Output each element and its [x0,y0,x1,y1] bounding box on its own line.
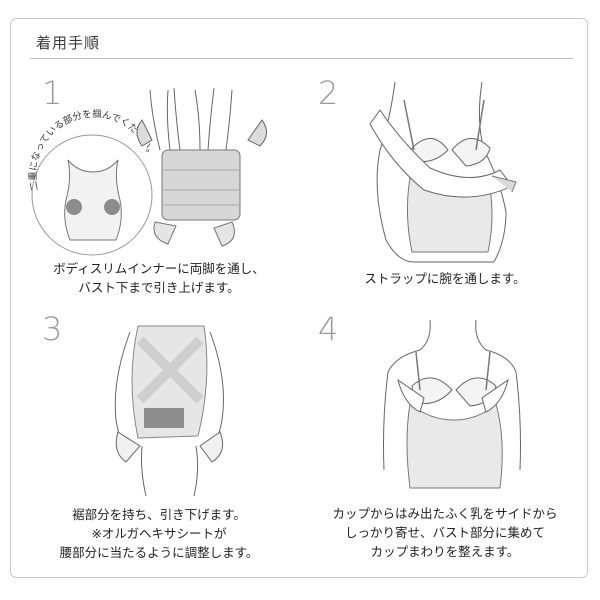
step-4-number: 4 [318,310,339,348]
step-2-number: 2 [318,74,339,112]
step-4-caption: カップからはみ出たふく乳をサイドから しっかり寄せ、バスト部分に集めて カップま… [332,506,558,559]
step-1-caption: ボディスリムインナーに両脚を通し、 バスト下まで引き上げます。 [53,261,265,295]
title-divider [30,58,573,59]
step-3-number: 3 [42,310,63,348]
step-1-number: 1 [42,74,63,112]
step-2-caption: ストラップに腕を通します。 [364,271,526,286]
instructions-panel [10,18,588,578]
step-3-caption: 裾部分を持ち、引き下げます。 ※オルガヘキサシートが 腰部分に当たるように調整し… [59,507,259,560]
section-title: 着用手順 [36,34,101,52]
